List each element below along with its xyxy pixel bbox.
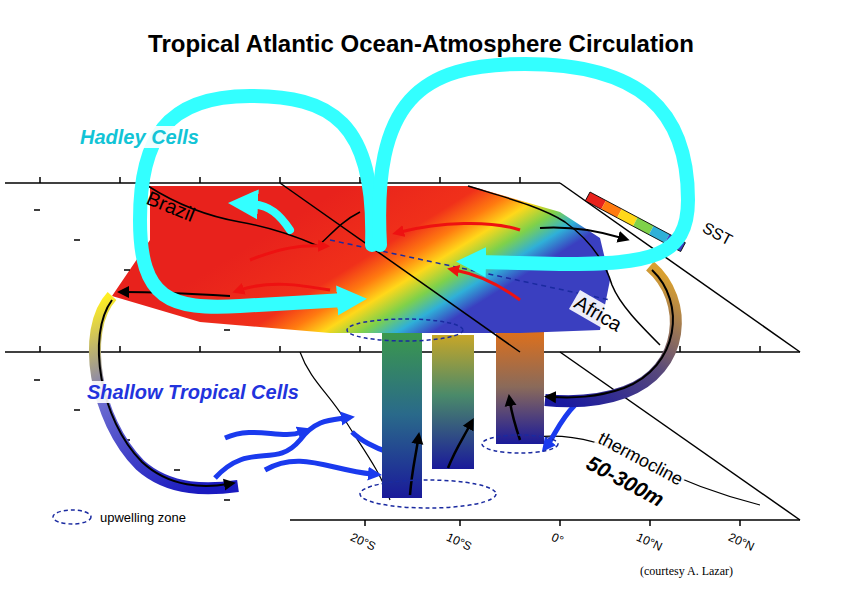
- legend-swatch: [50, 507, 94, 527]
- upwelling-ellipse: [360, 480, 496, 508]
- plane-edge: [290, 519, 800, 521]
- up-arrow: [448, 425, 470, 468]
- upwelling-swatch: [53, 510, 91, 524]
- latitude-label: 10°N: [632, 530, 665, 555]
- credit-caption: (courtesy A. Lazar): [640, 564, 733, 579]
- cell-label: Shallow Tropical Cells: [85, 381, 301, 403]
- hadley-inner-arrow: [250, 204, 290, 230]
- upwelling-column: [432, 335, 474, 469]
- upwelling-ellipse: [347, 319, 463, 341]
- hadley-cell-north: [379, 64, 688, 264]
- upwelling-zones: [360, 435, 558, 508]
- flow-arrow: [265, 461, 372, 474]
- up-arrow: [410, 440, 418, 495]
- legend-entry: upwelling zone: [50, 507, 186, 527]
- current-arrow: [455, 270, 520, 300]
- current-arrow: [250, 246, 322, 260]
- latitude-label: 0°: [547, 530, 567, 548]
- upwelling-column: [382, 330, 422, 498]
- flow-arrow: [225, 432, 302, 438]
- shallow-cell-north: [545, 266, 676, 401]
- upwelling-column: [496, 330, 544, 444]
- plane-edge: [5, 182, 560, 184]
- axis-ticks: [365, 520, 740, 526]
- axis-ticks: [40, 177, 520, 183]
- upwelling-arrows: [410, 402, 520, 495]
- flow-arrow: [215, 418, 345, 478]
- current-arrow: [240, 284, 330, 290]
- diagram-title: Tropical Atlantic Ocean-Atmosphere Circu…: [0, 30, 842, 58]
- latitude-label: 20°N: [724, 530, 757, 555]
- hadley-cells: [140, 64, 688, 307]
- surface-flow-arrow: [540, 227, 622, 238]
- latitude-label: 20°S: [346, 530, 379, 555]
- latitude-label: 10°S: [442, 530, 475, 555]
- current-arrow: [400, 223, 520, 232]
- cell-label: Hadley Cells: [78, 126, 201, 148]
- legend-label: upwelling zone: [100, 510, 186, 525]
- plane-edge: [560, 352, 800, 520]
- colorbar-label: SST: [698, 218, 737, 250]
- upwelling-ellipse: [482, 435, 558, 453]
- flow-arrow: [548, 405, 575, 444]
- shallow-cell-north-arrow: [552, 270, 673, 397]
